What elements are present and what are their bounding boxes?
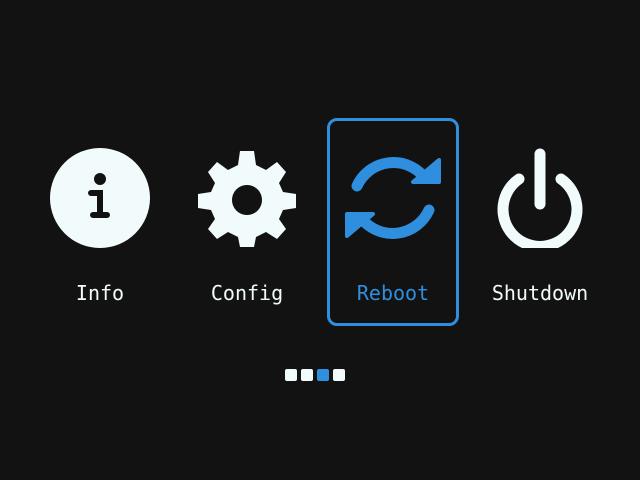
power-icon <box>490 148 590 248</box>
menu-item-label: Reboot <box>356 281 430 305</box>
menu-item-label: Info <box>75 281 125 305</box>
page-dot <box>333 369 345 381</box>
info-icon <box>50 148 150 248</box>
page-dot <box>301 369 313 381</box>
menu-item-label: Shutdown <box>491 281 589 305</box>
page-dot-active <box>317 369 329 381</box>
menu-item-config[interactable]: Config <box>181 118 313 326</box>
menu-item-info[interactable]: Info <box>34 118 166 326</box>
menu-item-shutdown[interactable]: Shutdown <box>474 118 606 326</box>
menu-item-reboot[interactable]: Reboot <box>327 118 459 326</box>
menu-item-label: Config <box>210 281 284 305</box>
gear-icon <box>197 148 297 248</box>
page-indicator <box>285 369 345 381</box>
refresh-icon <box>343 148 443 248</box>
page-dot <box>285 369 297 381</box>
